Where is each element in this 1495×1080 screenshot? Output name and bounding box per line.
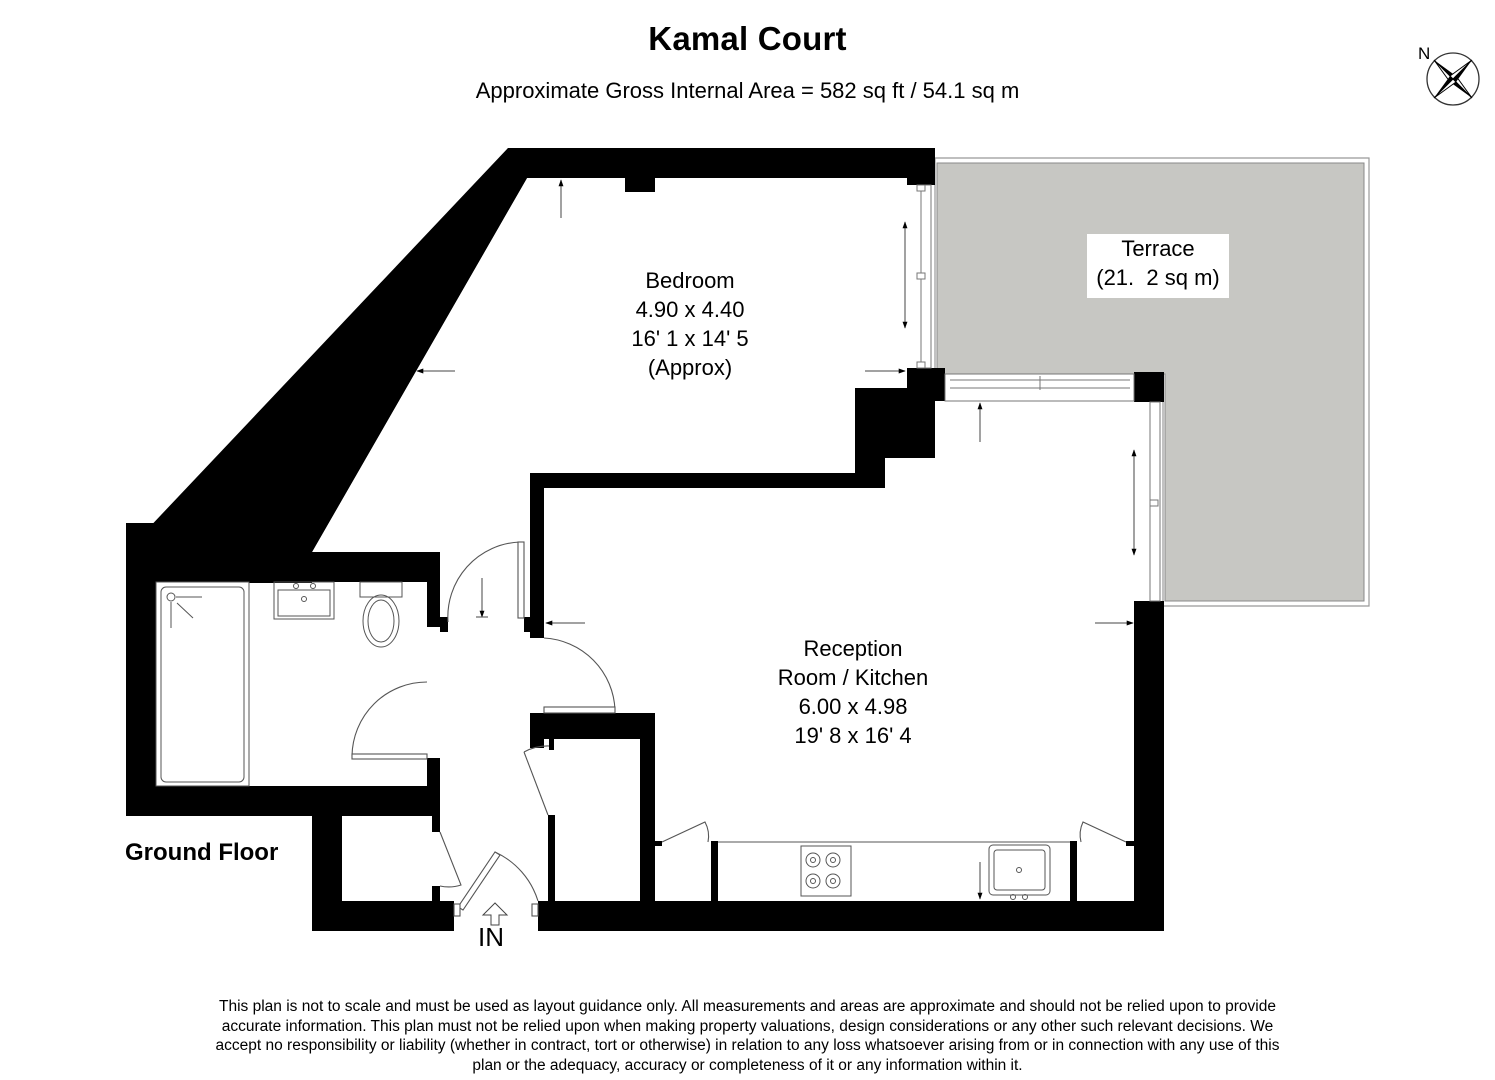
kitchen-sink-icon bbox=[988, 844, 1051, 896]
entrance-arrow-icon bbox=[481, 902, 509, 926]
terrace-label: Terrace (21. 2 sq m) bbox=[1087, 234, 1229, 298]
terrace-area: (21. 2 sq m) bbox=[1096, 265, 1220, 290]
kitchen-fixtures bbox=[718, 841, 1070, 900]
walls bbox=[126, 148, 1164, 931]
bathtub-icon bbox=[160, 586, 245, 783]
reception-name-line2: Room / Kitchen bbox=[777, 665, 929, 690]
reception-label: Reception Room / Kitchen 6.00 x 4.98 19'… bbox=[743, 634, 963, 750]
bedroom-name: Bedroom bbox=[645, 268, 735, 293]
dimension-arrows bbox=[416, 179, 1137, 900]
gross-area-subtitle: Approximate Gross Internal Area = 582 sq… bbox=[475, 78, 1020, 103]
reception-imperial: 19' 8 x 16' 4 bbox=[794, 723, 912, 748]
hob-icon bbox=[800, 845, 852, 897]
bathroom-fixtures bbox=[155, 581, 403, 787]
shower-head-icon bbox=[166, 592, 176, 602]
toilet-icon bbox=[359, 581, 403, 598]
windows bbox=[916, 184, 1161, 602]
bedroom-imperial: 16' 1 x 14' 5 bbox=[631, 326, 749, 351]
floor-label: Ground Floor bbox=[125, 839, 279, 866]
bedroom-label: Bedroom 4.90 x 4.40 16' 1 x 14' 5 (Appro… bbox=[600, 266, 780, 382]
doors bbox=[351, 541, 1127, 917]
reception-metric: 6.00 x 4.98 bbox=[798, 694, 908, 719]
compass-rose-icon bbox=[1426, 52, 1480, 106]
sink-icon bbox=[273, 581, 335, 620]
disclaimer-text: This plan is not to scale and must be us… bbox=[215, 998, 1280, 1074]
page-title: Kamal Court bbox=[648, 20, 847, 57]
bedroom-metric: 4.90 x 4.40 bbox=[635, 297, 745, 322]
terrace-name: Terrace bbox=[1121, 236, 1195, 261]
entrance-label: IN bbox=[478, 922, 504, 952]
bedroom-note: (Approx) bbox=[647, 355, 733, 380]
reception-name: Reception bbox=[803, 636, 903, 661]
north-label: N bbox=[1418, 44, 1431, 63]
